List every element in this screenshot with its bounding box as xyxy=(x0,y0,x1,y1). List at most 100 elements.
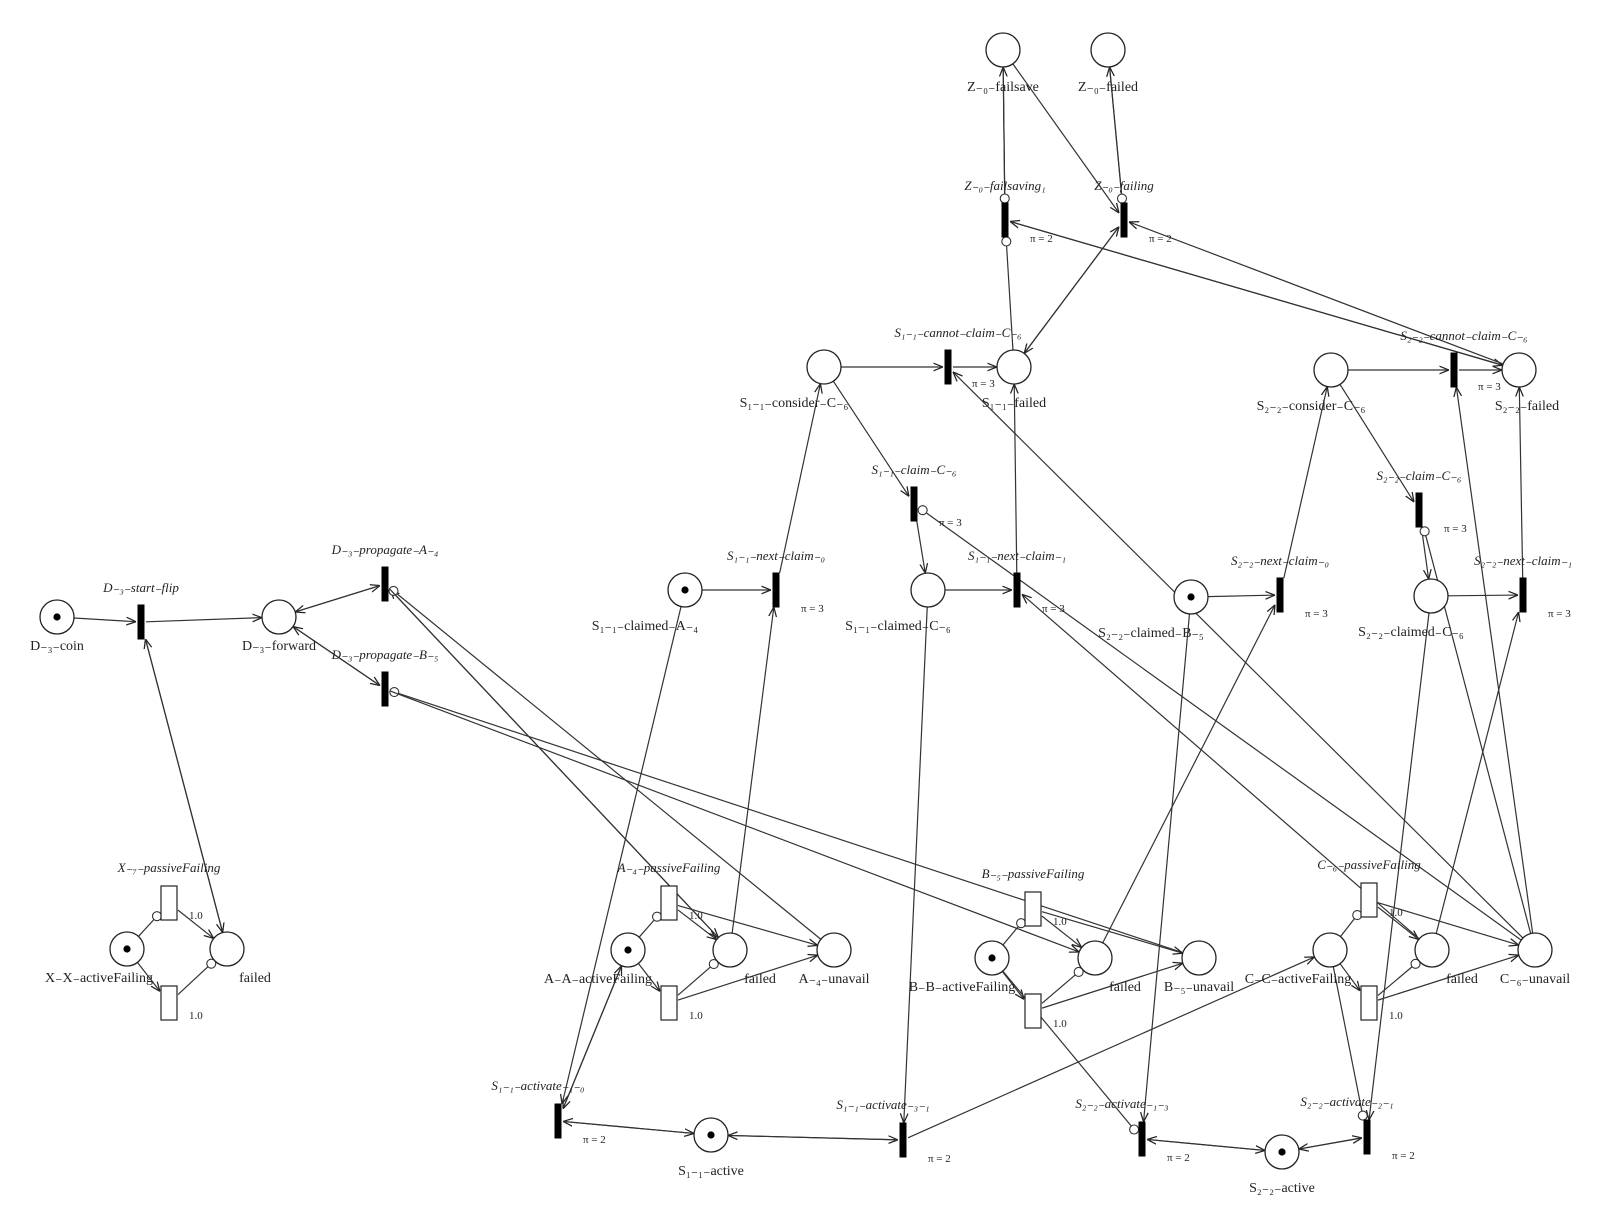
immediate-transition-bar xyxy=(899,1122,907,1158)
place-s2cons[interactable] xyxy=(1313,352,1349,388)
arc xyxy=(779,384,821,574)
transition-s1cannot[interactable] xyxy=(944,349,952,385)
immediate-transition-bar xyxy=(1001,202,1009,238)
place-afail[interactable] xyxy=(712,932,748,968)
inhibitor-arc xyxy=(1002,918,1027,946)
arc-line xyxy=(1102,605,1275,944)
place-bun[interactable] xyxy=(1181,940,1217,976)
arc-line xyxy=(1369,612,1430,1120)
arc xyxy=(1144,613,1191,1122)
arc-line xyxy=(1339,918,1355,937)
transition-priority: π = 3 xyxy=(1042,603,1065,615)
transition-cact_t[interactable] xyxy=(1360,985,1378,1021)
transition-aact_t[interactable] xyxy=(660,985,678,1021)
place-s2clC[interactable] xyxy=(1413,578,1449,614)
transition-xact_t[interactable] xyxy=(160,985,178,1021)
transition-dpropA[interactable] xyxy=(381,566,389,602)
place-s1clA[interactable] xyxy=(667,572,703,608)
arc xyxy=(1012,63,1119,213)
transition-bpass[interactable] xyxy=(1024,891,1042,927)
place-circle xyxy=(1312,932,1348,968)
arc-line xyxy=(953,372,1524,939)
place-s2clB[interactable] xyxy=(1173,579,1209,615)
place-cact[interactable] xyxy=(1312,932,1348,968)
place-aact[interactable] xyxy=(610,932,646,968)
arc-line xyxy=(1207,595,1275,597)
place-s2act[interactable] xyxy=(1264,1134,1300,1170)
place-circle xyxy=(1077,940,1113,976)
place-xfail[interactable] xyxy=(209,931,245,967)
arc-line xyxy=(1001,971,1024,999)
transition-s2next0[interactable] xyxy=(1276,577,1284,613)
place-xact[interactable] xyxy=(109,931,145,967)
place-s1clC[interactable] xyxy=(910,572,946,608)
arc xyxy=(1102,605,1275,944)
transition-s2next1[interactable] xyxy=(1519,577,1527,613)
place-bact[interactable] xyxy=(974,940,1010,976)
transition-xpass[interactable] xyxy=(160,885,178,921)
arc xyxy=(1014,384,1017,574)
transition-bact_t[interactable] xyxy=(1024,993,1042,1029)
place-s1fail[interactable] xyxy=(996,349,1032,385)
place-label: C₋₆₋unavail xyxy=(1500,972,1570,987)
place-dcoin[interactable] xyxy=(39,599,75,635)
place-bfail[interactable] xyxy=(1077,940,1113,976)
transition-s2claimC[interactable] xyxy=(1415,492,1423,528)
place-circle xyxy=(806,349,842,385)
transition-z0fg[interactable] xyxy=(1120,202,1128,238)
place-z0fs[interactable] xyxy=(985,32,1021,68)
transition-apass[interactable] xyxy=(660,885,678,921)
arc xyxy=(637,963,660,991)
place-cfail[interactable] xyxy=(1414,932,1450,968)
transition-s1a31[interactable] xyxy=(899,1122,907,1158)
transition-s2a13[interactable] xyxy=(1138,1121,1146,1157)
transition-cpass[interactable] xyxy=(1360,882,1378,918)
arc-line xyxy=(1014,384,1017,574)
transition-s1next0[interactable] xyxy=(772,572,780,608)
timed-transition-box xyxy=(160,885,178,921)
arc-line xyxy=(1377,966,1413,996)
inhibitor-arc xyxy=(638,911,663,938)
arc xyxy=(1009,220,1503,365)
immediate-transition-bar xyxy=(1415,492,1423,528)
transition-label: D₋₃₋start₋flip xyxy=(102,580,179,595)
timed-transition-box xyxy=(1360,985,1378,1021)
transition-z0fsg[interactable] xyxy=(1001,202,1009,238)
place-label: B₋B₋activeFailing xyxy=(909,980,1016,995)
immediate-transition-bar xyxy=(1363,1119,1371,1155)
arc-line xyxy=(563,965,623,1109)
place-s2fail[interactable] xyxy=(1501,352,1537,388)
token xyxy=(988,954,996,962)
place-dfwd[interactable] xyxy=(261,599,297,635)
transition-priority: 1.0 xyxy=(1389,907,1403,919)
place-label: S₂₋₂₋active xyxy=(1249,1181,1315,1196)
arc-line xyxy=(138,919,155,937)
transition-label: S₂₋₂₋cannot₋claim₋C₋₆ xyxy=(1400,328,1527,343)
transition-s1claimC[interactable] xyxy=(910,486,918,522)
token xyxy=(1187,593,1195,601)
transition-dstart[interactable] xyxy=(137,604,145,640)
arc-line xyxy=(1339,384,1414,502)
place-z0f[interactable] xyxy=(1090,32,1126,68)
arc xyxy=(145,618,262,623)
place-aun[interactable] xyxy=(816,932,852,968)
transition-s2a21[interactable] xyxy=(1363,1119,1371,1155)
place-s1cons[interactable] xyxy=(806,349,842,385)
transition-priority: 1.0 xyxy=(689,1010,703,1022)
timed-transition-box xyxy=(1024,891,1042,927)
arc xyxy=(677,909,717,940)
transition-s2cannot[interactable] xyxy=(1450,352,1458,388)
place-circle xyxy=(816,932,852,968)
transition-s1a10[interactable] xyxy=(554,1103,562,1139)
transition-label: A₋₄₋passiveFailing xyxy=(617,860,721,875)
arc-line xyxy=(177,909,214,938)
arc-line xyxy=(389,588,718,937)
transition-s1next1[interactable] xyxy=(1013,572,1021,608)
transition-dpropB[interactable] xyxy=(381,671,389,707)
place-cun[interactable] xyxy=(1517,932,1553,968)
place-s1act[interactable] xyxy=(693,1117,729,1153)
arc xyxy=(1024,226,1120,354)
arc-line xyxy=(398,692,1184,954)
